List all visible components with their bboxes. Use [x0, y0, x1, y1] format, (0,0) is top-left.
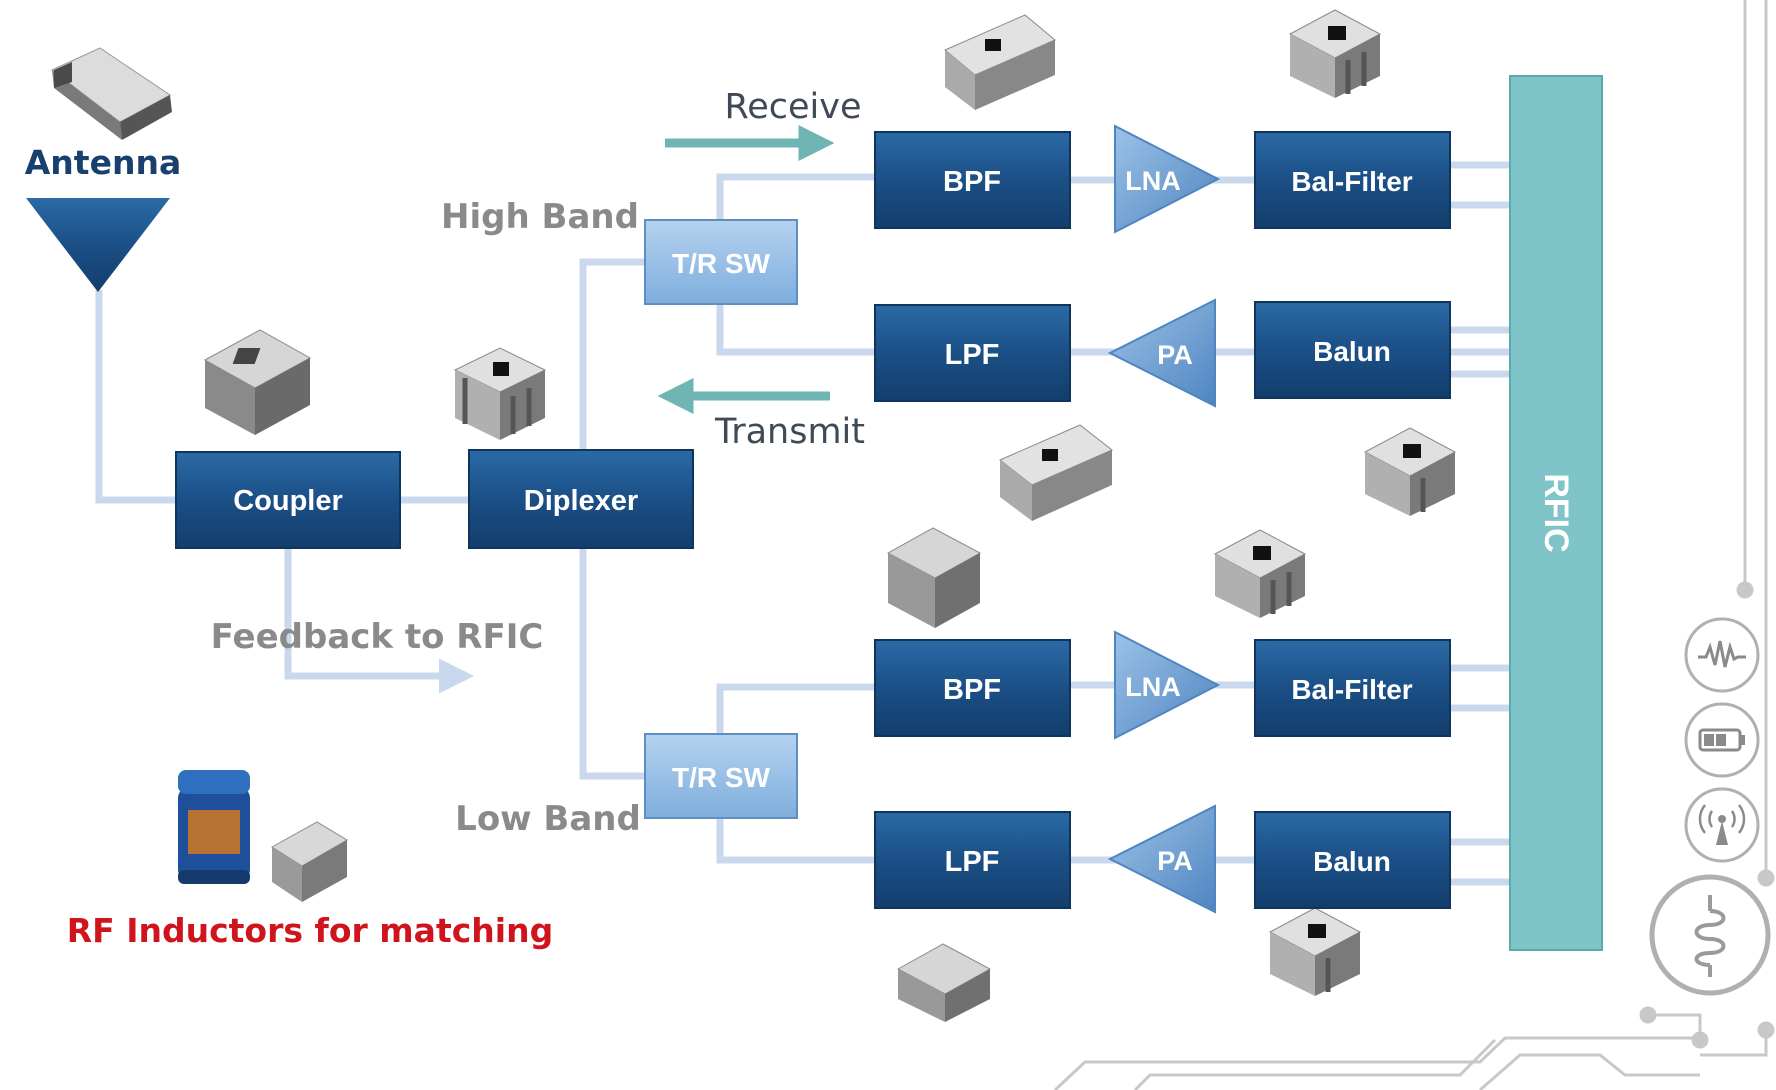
pa-high-amplifier: PA — [1107, 298, 1216, 408]
rfic-label: RFIC — [1537, 473, 1575, 552]
waveform-icon — [1684, 617, 1760, 693]
receive-label: Receive — [724, 87, 861, 127]
low-band-label: Low Band — [455, 799, 641, 839]
bpf-high-label: BPF — [943, 166, 1001, 198]
transmit-label: Transmit — [714, 412, 865, 452]
lna-low-amplifier: LNA — [1114, 630, 1221, 740]
rf-inductor-icon — [178, 770, 250, 884]
chip-bpf-high-icon — [944, 14, 1056, 110]
lpf-low-label: LPF — [945, 846, 1000, 878]
lpf-high-block: LPF — [874, 304, 1071, 402]
bal-filter-low-label: Bal-Filter — [1291, 674, 1412, 705]
tr-switch-low-block: T/R SW — [644, 733, 798, 819]
bal-filter-high-block: Bal-Filter — [1254, 131, 1451, 229]
chip-balfilter-high-icon — [1288, 9, 1382, 98]
bpf-high-block: BPF — [874, 131, 1071, 229]
balun-high-block: Balun — [1254, 301, 1451, 399]
pa-low-amplifier: PA — [1107, 804, 1216, 914]
antenna-signal-icon — [1684, 787, 1760, 863]
coupler-label: Coupler — [233, 485, 343, 517]
inductor-coil-icon — [1649, 874, 1771, 996]
lpf-low-block: LPF — [874, 811, 1071, 909]
chip-lpf-low-icon — [896, 943, 992, 1022]
tr-switch-high-block: T/R SW — [644, 219, 798, 305]
diplexer-label: Diplexer — [524, 485, 638, 517]
chip-coupler-icon — [203, 329, 312, 435]
chip-diplexer-icon — [453, 347, 547, 440]
lna-high-label: LNA — [1125, 166, 1181, 196]
bpf-low-label: BPF — [943, 674, 1001, 706]
balun-low-block: Balun — [1254, 811, 1451, 909]
lna-low-label: LNA — [1125, 672, 1181, 702]
tr-switch-high-label: T/R SW — [672, 248, 771, 279]
rf-chip-inductor-icon — [271, 821, 348, 902]
lpf-high-label: LPF — [945, 339, 1000, 371]
antenna-chip-icon — [51, 47, 172, 140]
chip-balfilter-low-icon — [1213, 529, 1307, 618]
rfic-block: RFIC — [1509, 75, 1603, 951]
decorative-traces — [1053, 0, 1775, 1090]
rf-inductors-label: RF Inductors for matching — [67, 911, 553, 950]
battery-icon — [1684, 702, 1760, 778]
bpf-low-block: BPF — [874, 639, 1071, 737]
chip-bpf-low-icon — [886, 527, 982, 628]
balun-high-label: Balun — [1313, 336, 1391, 367]
bal-filter-high-label: Bal-Filter — [1291, 166, 1412, 197]
chip-balun-low-icon — [1268, 907, 1362, 996]
coupler-block: Coupler — [175, 451, 401, 549]
antenna-label: Antenna — [25, 143, 181, 182]
feedback-label: Feedback to RFIC — [211, 617, 544, 657]
high-band-label: High Band — [441, 197, 639, 237]
balun-low-label: Balun — [1313, 846, 1391, 877]
lna-high-amplifier: LNA — [1114, 124, 1221, 234]
bal-filter-low-block: Bal-Filter — [1254, 639, 1451, 737]
tr-switch-low-label: T/R SW — [672, 762, 771, 793]
diplexer-block: Diplexer — [468, 449, 694, 549]
pa-low-label: PA — [1157, 846, 1193, 876]
antenna-icon — [26, 198, 170, 292]
pa-high-label: PA — [1157, 340, 1193, 370]
chip-lpf-high-icon — [999, 424, 1113, 521]
chip-balun-high-icon — [1363, 427, 1457, 516]
